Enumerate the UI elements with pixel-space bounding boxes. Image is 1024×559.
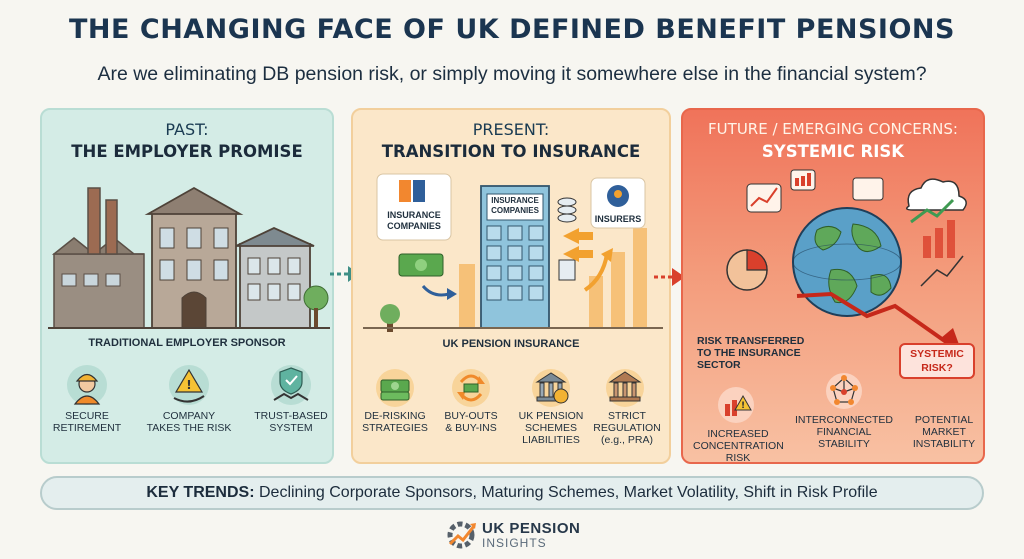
present-icon-label-3: UK PENSION SCHEMES LIABILITIES xyxy=(518,410,584,446)
cycle-money-icon xyxy=(452,369,490,407)
future-caption: RISK TRANSFERRED TO THE INSURANCE SECTOR xyxy=(697,335,805,371)
present-label: PRESENT: xyxy=(472,120,550,139)
future-icon-label-3: POTENTIAL MARKET INSTABILITY xyxy=(912,414,976,450)
past-icon-label-2: COMPANY TAKES THE RISK xyxy=(146,410,232,434)
page-subtitle: Are we eliminating DB pension risk, or s… xyxy=(97,63,927,85)
brand-name: UK PENSION xyxy=(482,520,581,537)
past-title: THE EMPLOYER PROMISE xyxy=(71,142,303,161)
key-trends-label: KEY TRENDS: xyxy=(146,484,255,501)
key-trends-bar: KEY TRENDS: Declining Corporate Sponsors… xyxy=(40,476,984,510)
worker-hardhat-icon xyxy=(67,365,107,405)
future-label: FUTURE / EMERGING CONCERNS: xyxy=(708,120,958,138)
future-title: SYSTEMIC RISK xyxy=(761,142,905,161)
future-icon-label-2: INTERCONNECTED FINANCIAL STABILITY xyxy=(795,414,894,450)
network-icon xyxy=(826,373,862,409)
warning-hand-icon: ! xyxy=(169,365,209,405)
bank-icon xyxy=(606,369,644,407)
past-icon-label-3: TRUST-BASED SYSTEM xyxy=(254,410,328,434)
present-building-text: INSURANCE COMPANIES xyxy=(491,196,539,215)
past-caption: TRADITIONAL EMPLOYER SPONSOR xyxy=(88,337,286,349)
brand-sub: INSIGHTS xyxy=(482,536,547,550)
page-title: THE CHANGING FACE OF UK DEFINED BENEFIT … xyxy=(69,14,955,45)
future-icon-label-1: INCREASED CONCENTRATION RISK xyxy=(693,428,784,464)
insurance-illustration xyxy=(363,173,663,332)
future-panel: FUTURE / EMERGING CONCERNS: SYSTEMIC RIS… xyxy=(681,108,985,464)
past-icon-label-1: SECURE RETIREMENT xyxy=(52,410,122,434)
present-title: TRANSITION TO INSURANCE xyxy=(381,142,641,161)
present-panel: PRESENT: TRANSITION TO INSURANCE xyxy=(351,108,671,464)
present-icon-label-4: STRICT REGULATION (e.g., PRA) xyxy=(593,410,661,446)
present-icon-label-1: DE-RISKING STRATEGIES xyxy=(362,410,428,434)
brand-logo: UK PENSION INSIGHTS xyxy=(440,514,600,556)
svg-text:!: ! xyxy=(741,401,745,411)
globe-illustration xyxy=(726,169,967,346)
money-stack-icon xyxy=(376,369,414,407)
key-trends-text: Declining Corporate Sponsors, Maturing S… xyxy=(254,484,878,501)
svg-text:!: ! xyxy=(186,378,191,392)
present-icon-label-2: BUY-OUTS & BUY-INS xyxy=(444,410,498,434)
arrow-right-icon xyxy=(654,268,685,286)
shield-handshake-icon xyxy=(271,365,311,405)
past-panel: PAST: THE EMPLOYER PROMISE TRADIT xyxy=(40,108,334,464)
bank-pound-icon xyxy=(532,369,570,407)
systemic-risk-badge: SYSTEMIC RISK? xyxy=(899,343,975,379)
past-label: PAST: xyxy=(165,120,209,139)
gear-chart-icon xyxy=(447,521,476,549)
warning-chart-icon: ! xyxy=(718,387,754,423)
present-logo-right-text: INSURERS xyxy=(594,214,642,224)
factory-illustration xyxy=(48,186,330,329)
present-logo-left-text: INSURANCE COMPANIES xyxy=(387,210,441,231)
present-caption: UK PENSION INSURANCE xyxy=(442,338,580,350)
